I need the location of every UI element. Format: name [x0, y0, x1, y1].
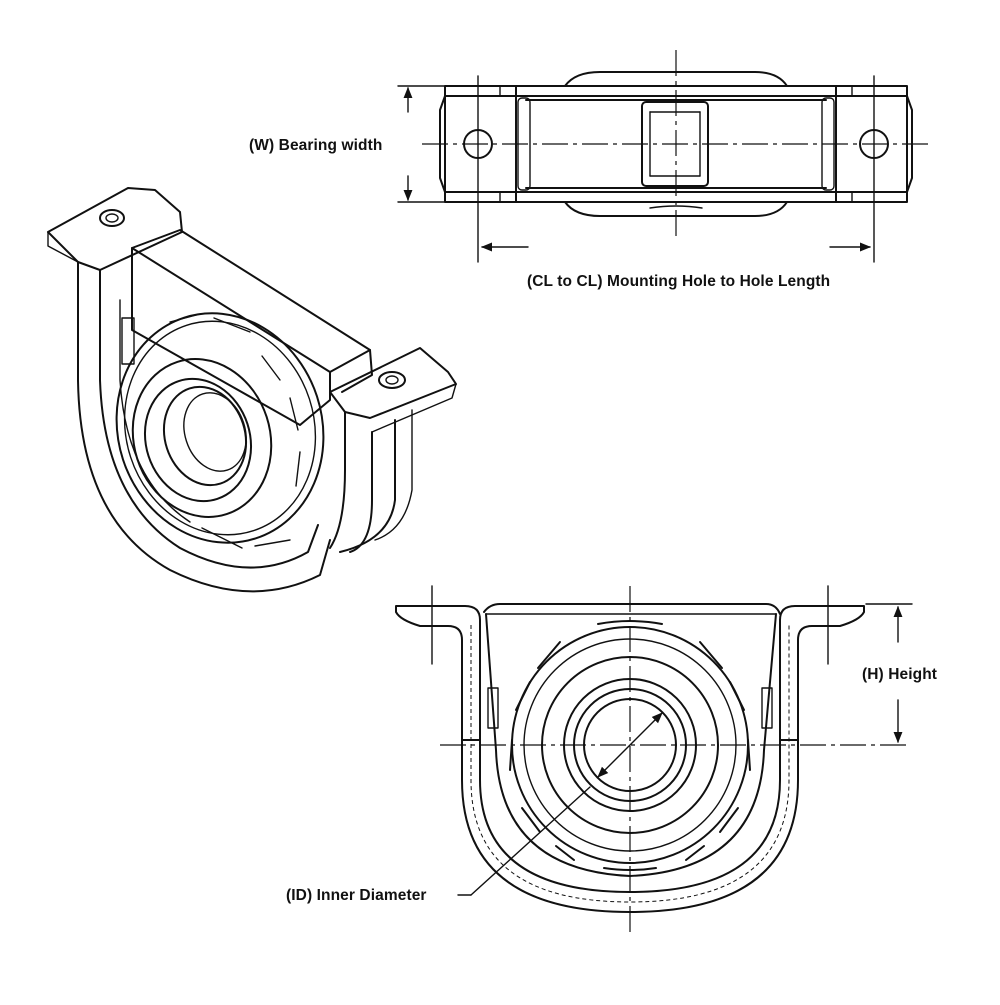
iso-right-ear — [329, 347, 457, 419]
front-housing-top — [483, 603, 781, 615]
bearing-outer-ring — [131, 358, 273, 518]
strap-outer — [77, 261, 331, 593]
iso-right-strap-front — [329, 411, 346, 549]
id-leader-line — [470, 786, 591, 896]
front-cushion-slots — [509, 620, 751, 871]
iso-right-hole-inner — [385, 375, 399, 385]
bearing-width-label: (W) Bearing width — [249, 137, 383, 154]
housing-side — [341, 349, 373, 393]
top-view — [397, 50, 932, 263]
iso-right-strap-back — [339, 419, 396, 553]
front-left-tab — [487, 687, 499, 729]
iso-right-hole — [378, 371, 406, 389]
front-left-ear — [395, 605, 481, 741]
iso-right-strap-side — [349, 431, 373, 553]
cl-to-cl-label: (CL to CL) Mounting Hole to Hole Length — [527, 273, 831, 290]
id-arrow — [597, 712, 663, 778]
iso-left-hole-inner — [105, 213, 119, 223]
iso-left-ear-fold — [47, 231, 79, 263]
strap-inner — [99, 269, 319, 569]
housing-top-bulge — [564, 71, 788, 87]
iso-left-ear — [47, 187, 183, 271]
isometric-view — [47, 187, 457, 593]
housing-bottom-bulge — [564, 201, 788, 217]
iso-right-strap-rear — [374, 409, 413, 541]
inner-diameter-label: (ID) Inner Diameter — [286, 887, 427, 904]
housing-front — [131, 247, 331, 426]
front-strap-dashed — [470, 625, 790, 903]
bearing-bore — [162, 385, 248, 487]
bearing-bore-depth — [183, 392, 247, 472]
bearing-race — [143, 377, 253, 503]
front-view — [395, 585, 913, 936]
cushion-slots — [169, 313, 301, 549]
cushion-tab — [121, 317, 135, 365]
iso-right-ear-fold — [371, 383, 457, 433]
front-right-tab — [761, 687, 773, 729]
height-label: (H) Height — [862, 666, 938, 683]
iso-left-hole — [99, 209, 125, 227]
cushion-inner-rim — [123, 320, 317, 536]
cage-bottom-tab — [649, 205, 703, 209]
front-right-ear — [779, 605, 865, 741]
